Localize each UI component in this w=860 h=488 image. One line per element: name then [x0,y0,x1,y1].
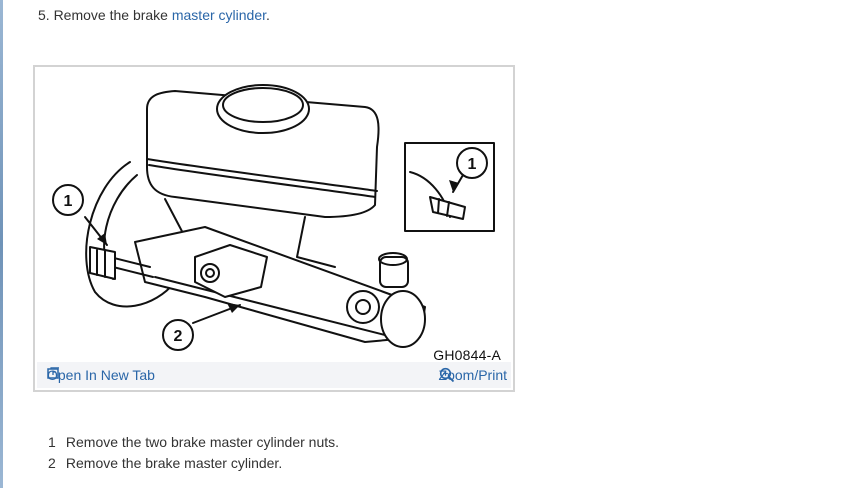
legend-item-text: Remove the two brake master cylinder nut… [65,434,340,450]
master-cylinder-link[interactable]: master cylinder [171,7,267,23]
legend-item-text: Remove the brake master cylinder. [65,455,283,471]
inset-callout-1: 1 [468,156,477,173]
callout-1: 1 [64,193,73,210]
figure-legend: 1 Remove the two brake master cylinder n… [48,432,339,474]
figure-container: 1 2 1 GH0844-A Open In New Tab Zoom/Prin… [33,65,515,392]
legend-item: 2 Remove the brake master cylinder. [48,453,339,474]
figure-code: GH0844-A [433,347,501,363]
zoom-print-label: Zoom/Print [438,367,507,383]
master-cylinder-illustration: 1 2 1 [52,84,495,351]
legend-item-number: 2 [48,455,56,471]
zoom-icon [439,367,454,383]
callout-2: 2 [174,328,183,345]
step-text: 5. Remove the brake [38,7,172,23]
open-in-new-tab-label: Open In New Tab [47,367,155,383]
window-left-edge [0,0,3,488]
step-instruction: 5. Remove the brake master cylinder. [38,7,270,23]
new-tab-icon [47,367,59,379]
legend-item-number: 1 [48,434,56,450]
figure-toolbar: Open In New Tab Zoom/Print [37,362,511,388]
zoom-print-button[interactable]: Zoom/Print [439,367,507,383]
step-suffix: . [266,7,270,23]
legend-item: 1 Remove the two brake master cylinder n… [48,432,339,453]
open-in-new-tab-button[interactable]: Open In New Tab [47,367,155,383]
